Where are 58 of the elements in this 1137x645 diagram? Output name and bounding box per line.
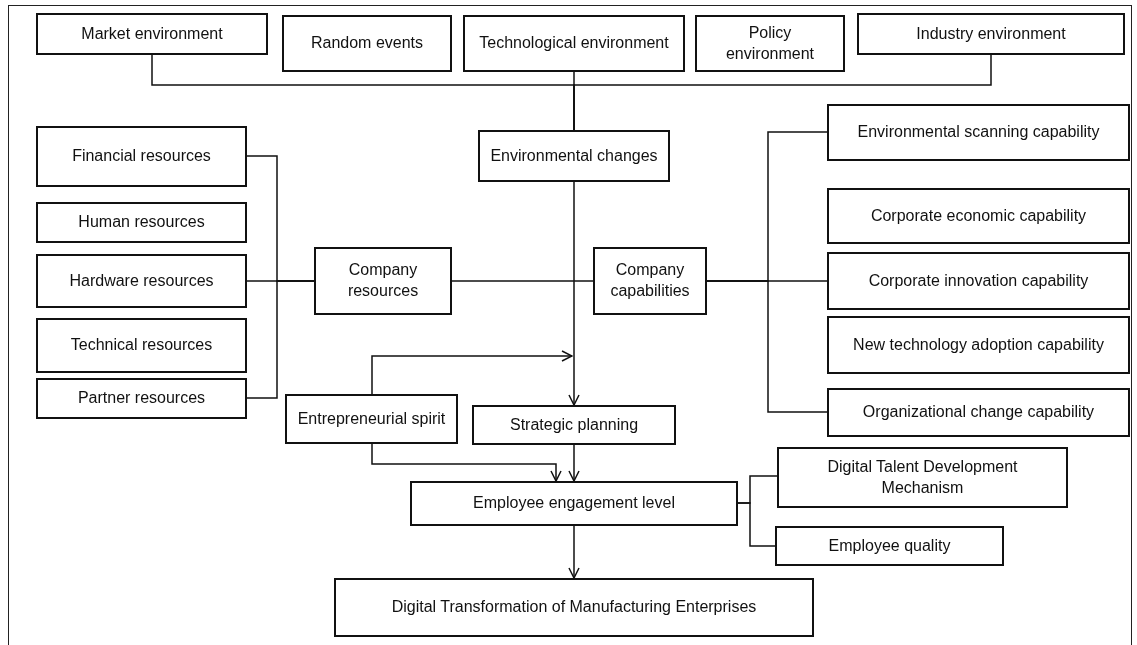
text-box	[827, 188, 1130, 244]
arrow	[568, 444, 580, 482]
arrow	[371, 350, 573, 395]
box-label: Financial resources	[72, 146, 211, 167]
box-label: Organizational change capability	[862, 402, 1095, 423]
connector-line	[737, 502, 776, 547]
box-label: Human resources	[78, 212, 205, 233]
box-label: Employee quality	[828, 535, 951, 556]
text-box	[410, 481, 738, 526]
text-box	[285, 394, 458, 444]
box-label: Digital Talent Development Mechanism	[826, 456, 1019, 498]
connector-line	[246, 280, 315, 399]
text-box	[314, 247, 452, 315]
text-box	[593, 247, 707, 315]
connector-line	[573, 54, 992, 131]
box-label: Random events	[310, 33, 424, 54]
box-label: Corporate innovation capability	[868, 270, 1089, 291]
text-box	[472, 405, 676, 445]
text-box	[478, 130, 670, 182]
box-label: Strategic planning	[509, 414, 639, 435]
text-box	[827, 104, 1130, 161]
connector-line	[451, 280, 594, 282]
text-box	[827, 388, 1130, 437]
arrow	[371, 443, 562, 482]
text-box	[857, 13, 1125, 55]
box-label: Technical resources	[70, 335, 213, 356]
box-label: New technology adoption capability	[853, 334, 1104, 355]
text-box	[36, 378, 247, 419]
box-label: Market environment	[81, 23, 223, 44]
text-box	[36, 318, 247, 373]
box-label: Partner resources	[77, 388, 206, 409]
text-box	[36, 13, 268, 55]
box-label: Industry environment	[916, 23, 1066, 44]
box-label: Employee engagement level	[473, 493, 675, 514]
box-label: Hardware resources	[69, 270, 214, 291]
box-label: Environmental changes	[490, 145, 658, 166]
box-label: Environmental scanning capability	[857, 122, 1100, 143]
text-box	[827, 252, 1130, 310]
text-box	[36, 126, 247, 187]
arrow	[568, 181, 580, 406]
arrow	[568, 525, 580, 579]
text-box	[36, 254, 247, 308]
box-label: Company resources	[346, 260, 420, 301]
box-label: Technological environment	[479, 33, 669, 54]
text-box	[775, 526, 1004, 566]
box-label: Corporate economic capability	[870, 205, 1087, 226]
text-box	[463, 15, 685, 72]
text-box	[282, 15, 452, 72]
text-box	[36, 202, 247, 243]
box-label: Policy environment	[724, 22, 815, 64]
box-label: Digital Transformation of Manufacturing Enterprises	[391, 597, 757, 618]
connector-line	[706, 280, 828, 413]
text-box	[334, 578, 814, 637]
text-box	[777, 447, 1068, 508]
text-box	[695, 15, 845, 72]
box-label: Entrepreneurial spirit	[297, 408, 446, 429]
text-box	[827, 316, 1130, 374]
box-label: Company capabilities	[609, 260, 691, 301]
